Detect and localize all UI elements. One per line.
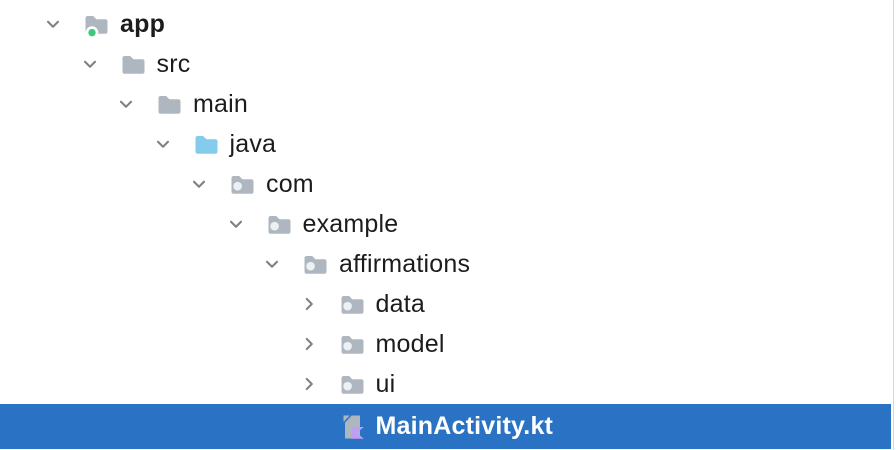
source-folder-icon [193, 131, 220, 158]
tree-row-affirmations[interactable]: affirmations [0, 244, 896, 284]
tree-item-label: src [156, 49, 191, 78]
package-icon [339, 291, 366, 318]
chevron-down-icon[interactable] [44, 15, 62, 33]
chevron-down-icon[interactable] [81, 55, 99, 73]
folder-icon [156, 91, 183, 118]
tree-item-label: ui [375, 369, 396, 398]
tree-row-main[interactable]: main [0, 84, 896, 124]
tree-item-label: example [302, 209, 399, 238]
package-icon [229, 171, 256, 198]
package-icon [339, 331, 366, 358]
tree-item-label: app [120, 9, 166, 38]
android-module-folder-icon [83, 11, 110, 39]
tree-row-app[interactable]: app [0, 4, 896, 44]
folder-icon [120, 51, 147, 78]
chevron-down-icon[interactable] [263, 255, 281, 273]
chevron-down-icon[interactable] [190, 175, 208, 193]
chevron-right-icon[interactable] [300, 335, 318, 353]
tree-row-ui[interactable]: ui [0, 364, 896, 404]
tree-item-label: model [375, 329, 445, 358]
chevron-down-icon[interactable] [227, 215, 245, 233]
tree-row-java[interactable]: java [0, 124, 896, 164]
tree-item-label: main [193, 89, 248, 118]
chevron-down-icon[interactable] [117, 95, 135, 113]
package-icon [266, 211, 293, 238]
tree-item-label: MainActivity.kt [375, 412, 554, 440]
screenshot-frame-border [893, 0, 894, 450]
tree-item-label: com [266, 169, 314, 198]
tree-item-label: data [375, 289, 425, 318]
tree-item-label: affirmations [339, 249, 471, 278]
tree-row-data[interactable]: data [0, 284, 896, 324]
tree-row-src[interactable]: src [0, 44, 896, 84]
chevron-right-icon[interactable] [300, 375, 318, 393]
tree-item-label: java [229, 129, 277, 158]
kotlin-file-icon [339, 413, 366, 440]
chevron-down-icon[interactable] [154, 135, 172, 153]
tree-row-com[interactable]: com [0, 164, 896, 204]
package-icon [339, 371, 366, 398]
package-icon [302, 251, 329, 278]
chevron-right-icon[interactable] [300, 295, 318, 313]
tree-row-mainactivity-kt[interactable]: MainActivity.kt [0, 404, 891, 449]
tree-row-model[interactable]: model [0, 324, 896, 364]
tree-row-example[interactable]: example [0, 204, 896, 244]
